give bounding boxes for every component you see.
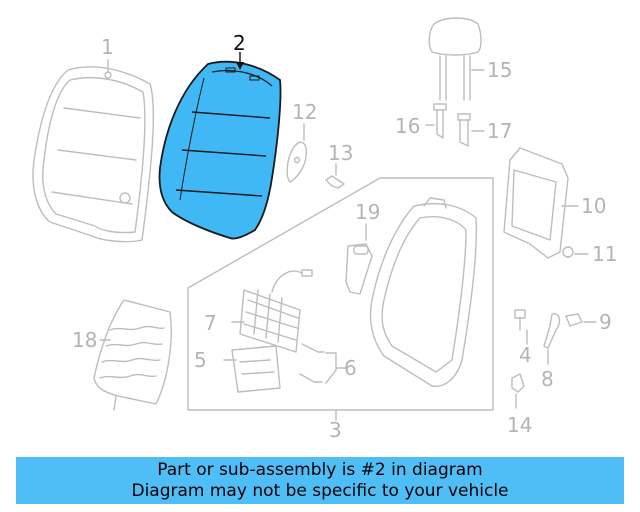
part-4-bolt xyxy=(514,309,528,345)
part-15-headrest xyxy=(428,17,485,101)
callout-9: 9 xyxy=(599,310,612,334)
parts-diagram: 1 2 12 13 15 16 xyxy=(32,17,617,442)
callout-12: 12 xyxy=(292,100,317,124)
part-13-clip xyxy=(325,163,345,189)
part-2-seat-back-pad xyxy=(158,60,282,240)
callout-4: 4 xyxy=(519,343,532,367)
callout-2: 2 xyxy=(233,31,246,55)
part-14-hook xyxy=(511,373,525,409)
part-12-side-bracket xyxy=(286,123,307,183)
callout-14: 14 xyxy=(507,413,532,437)
part-18-lumbar-pad xyxy=(93,299,172,411)
callout-11: 11 xyxy=(592,242,617,266)
part-10-back-panel xyxy=(503,147,579,259)
part-17-headrest-guide xyxy=(457,113,485,147)
info-banner: Part or sub-assembly is #2 in diagram Di… xyxy=(16,457,624,504)
callout-18: 18 xyxy=(72,328,97,352)
callout-7: 7 xyxy=(204,311,217,335)
part-9-clip xyxy=(565,313,597,327)
callout-8: 8 xyxy=(541,367,554,391)
banner-line-1: Part or sub-assembly is #2 in diagram xyxy=(157,459,483,480)
banner-line-2: Diagram may not be specific to your vehi… xyxy=(131,480,509,501)
callout-5: 5 xyxy=(194,348,207,372)
part-8-lever xyxy=(543,313,561,365)
callout-3: 3 xyxy=(329,418,342,442)
callout-16: 16 xyxy=(395,114,420,138)
callout-6: 6 xyxy=(344,356,357,380)
part-11-clip xyxy=(562,246,589,258)
callout-10: 10 xyxy=(581,194,606,218)
callout-15: 15 xyxy=(487,58,512,82)
callout-1: 1 xyxy=(101,35,114,59)
part-3-frame-assembly xyxy=(187,177,494,421)
part-1-seat-back-assembly xyxy=(32,59,155,243)
callout-19: 19 xyxy=(355,200,380,224)
part-16-headrest-guide xyxy=(425,103,447,139)
callout-17: 17 xyxy=(487,119,512,143)
callout-13: 13 xyxy=(328,141,353,165)
